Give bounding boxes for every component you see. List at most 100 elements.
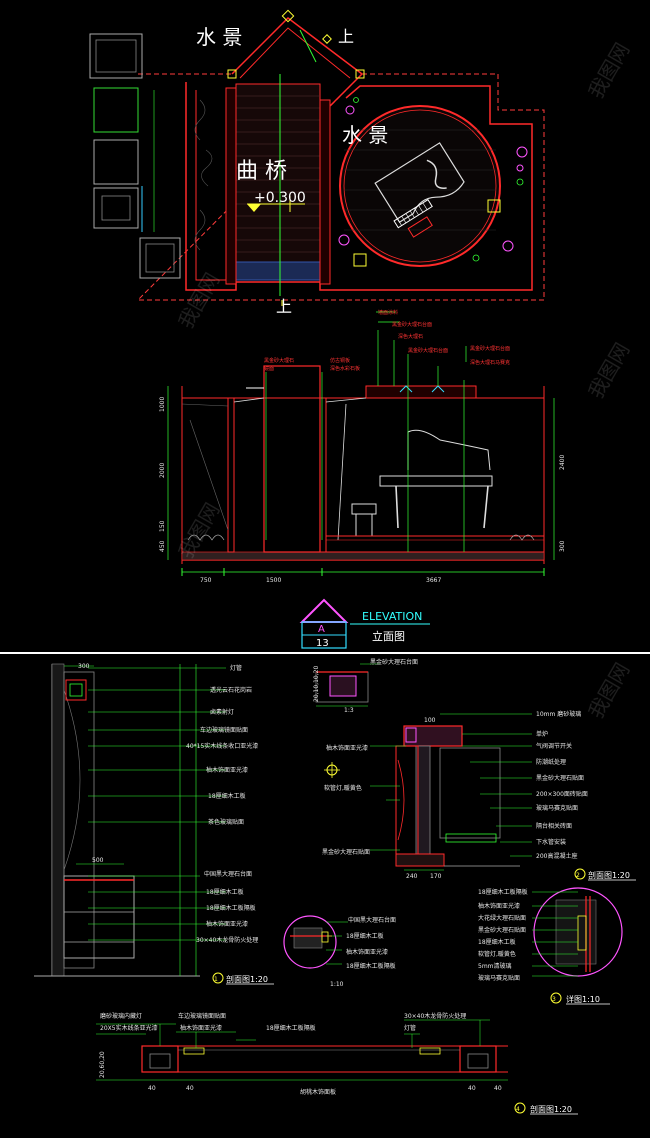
dim-750: 750 (200, 577, 212, 584)
bs-dim-4: 40 (494, 1085, 502, 1092)
section-right-title: 2 剖面图1:20 (574, 868, 636, 881)
bs-title: 剖面图1:20 (530, 1104, 572, 1114)
sr-right-1: 单炉 (536, 730, 548, 738)
detail-drawing (532, 887, 623, 977)
section-left-labels: 灯管 透光云石花岗岩 卤素射灯 车边玻璃镜面贴面 40*15实木线条收口亚光漆 … (78, 663, 258, 944)
dt-label-6: 5mm清玻璃 (478, 962, 512, 970)
sl-label-11: 柚木饰面亚光漆 (206, 920, 248, 928)
elevation-drawing (167, 311, 555, 576)
sr-dim-240: 240 (406, 873, 418, 880)
sr-dim-100: 100 (424, 717, 436, 724)
water-pattern (194, 99, 213, 251)
bs-label-1: 车边玻璃镜面贴面 (178, 1012, 226, 1020)
grand-piano-plan (374, 142, 465, 238)
sl-label-9: 18厘细木工板 (206, 888, 244, 896)
floor-plan (89, 9, 545, 306)
bs-label-0: 磨砂玻璃内藏灯 (100, 1012, 142, 1020)
sr-right-9: 200高混凝土座 (536, 852, 577, 860)
dim-right-2: 300 (559, 540, 566, 552)
sr-right-6: 玻璃马赛克贴面 (536, 804, 578, 812)
sl-label-8: 中国黑大理石台面 (204, 870, 252, 878)
dt-label-5: 软管灯,暖黄色 (478, 950, 516, 958)
dim-left-2: 2000 (159, 463, 166, 478)
section-left-detail: 中国黑大理石台面 18厘细木工板 柚木饰面亚光漆 18厘细木工板隔板 1:10 (283, 915, 396, 988)
elevation-title-block: A 13 ELEVATION 立面图 (299, 598, 430, 649)
sl-dim-500: 500 (92, 857, 104, 864)
dim-3667: 3667 (426, 577, 441, 584)
sr-right-5: 200×300面砖贴面 (536, 790, 588, 798)
anno-1: 黑金砂大理石 (264, 357, 294, 364)
anno-3: 仿古铜板 (330, 357, 350, 364)
up-marker-top: 上 (338, 27, 354, 46)
sld-label-0: 中国黑大理石台面 (348, 916, 396, 924)
sl-label-0: 灯管 (230, 664, 242, 672)
sr-title: 剖面图1:20 (588, 870, 630, 880)
bs-label-5: 30×40木龙骨防火处理 (404, 1012, 466, 1020)
watermark-text-3: 我图网 (584, 659, 635, 723)
section-right-drawing (315, 663, 532, 871)
bs-label-4: 18厘细木工板隔板 (266, 1024, 316, 1032)
dim-left-4: 450 (159, 540, 166, 552)
dt-label-7: 玻璃马赛克贴面 (478, 974, 520, 982)
sr-right-8: 下水管安装 (536, 838, 566, 846)
bs-dim-2: 40 (186, 1085, 194, 1092)
anno-4: 深色水彩石板 (330, 365, 360, 372)
anno-2: 镜面 (264, 365, 274, 372)
bs-dim-3: 40 (468, 1085, 476, 1092)
watermark-text-5: 我图网 (174, 269, 225, 333)
sld-scale: 1:10 (330, 981, 344, 988)
sl-label-4: 40*15实木线条收口亚光漆 (186, 742, 258, 750)
dt-title-num: 3 (552, 996, 556, 1003)
sld-label-3: 18厘细木工板隔板 (346, 962, 396, 970)
bs-bottom-label: 胡桃木饰面板 (300, 1088, 336, 1096)
water-scene-label-2: 水 景 (342, 123, 388, 147)
sr-title-num: 2 (576, 872, 580, 879)
dim-left-1: 1000 (159, 397, 166, 412)
anno-9: 黑金砂大理石台面 (470, 345, 510, 352)
sr-top-label: 黑金砂大理石台面 (370, 658, 418, 666)
bottom-section-labels: 磨砂玻璃内藏灯 车边玻璃镜面贴面 20X5实木线条亚光漆 柚木饰面亚光漆 18厘… (99, 1012, 578, 1115)
sl-label-1: 透光云石花岗岩 (210, 686, 252, 694)
elevation-annotations: 黑金砂大理石 镜面 仿古铜板 深色水彩石板 墙面涂料 黑金砂大理石台面 深色大理… (264, 309, 510, 372)
sr-right-7: 隔台相关砖面 (536, 822, 572, 830)
sl-title: 剖面图1:20 (226, 974, 268, 984)
sl-label-7: 茶色玻璃贴面 (208, 818, 244, 826)
dim-1500: 1500 (266, 577, 281, 584)
dt-label-4: 18厘细木工板 (478, 938, 516, 946)
bottom-section-drawing (96, 1019, 508, 1081)
sl-label-6: 18厘细木工板 (208, 792, 246, 800)
elevation-dimensions: 750 1500 3667 1000 2000 150 450 2400 300 (159, 397, 566, 584)
detail-labels: 18厘细木工板隔板 柚木饰面亚光漆 大花绿大理石贴面 黑金砂大理石贴面 18厘细… (478, 888, 610, 1005)
bs-label-6: 灯管 (404, 1024, 416, 1032)
sr-small-dims: 20,10,10,20 (313, 666, 320, 702)
section-left-title: 1 剖面图1:20 (212, 972, 274, 985)
sl-label-3: 车边玻璃镜面贴面 (200, 726, 248, 734)
sr-left-0: 柚木饰面亚光漆 (326, 744, 368, 752)
dim-left-3: 150 (159, 520, 166, 532)
section-left-drawing (34, 663, 226, 977)
elevation-symbol-number: 13 (316, 638, 329, 649)
grand-piano-elevation (351, 429, 493, 536)
sr-right-4: 黑金砂大理石贴面 (536, 774, 584, 782)
dt-label-0: 18厘细木工板隔板 (478, 888, 528, 896)
sr-left-3: 黑金砂大理石贴面 (322, 848, 370, 856)
watermark-text-2: 我图网 (584, 339, 635, 403)
sr-scale-small: 1:3 (344, 707, 354, 714)
watermark-text-1: 我图网 (584, 39, 635, 103)
sr-right-2: 气阀调节开关 (536, 742, 572, 750)
sl-label-2: 卤素射灯 (210, 708, 234, 716)
elevation-symbol-letter: A (318, 624, 325, 635)
sld-label-2: 柚木饰面亚光漆 (346, 948, 388, 956)
leader-lines (265, 311, 467, 552)
bs-label-2: 20X5实木线条亚光漆 (100, 1024, 158, 1032)
sl-label-10: 18厘细木工板隔板 (206, 904, 256, 912)
plant-symbols (187, 534, 535, 541)
sl-label-12: 30×40木龙骨防火处理 (196, 936, 258, 944)
dt-label-2: 大花绿大理石贴面 (478, 914, 526, 922)
flower-symbols (338, 105, 528, 252)
dt-title: 详图1:10 (566, 994, 600, 1004)
sr-right-3: 防潮纸处理 (536, 758, 566, 766)
sr-dim-170: 170 (430, 873, 442, 880)
sr-left-1: 软管灯,暖黄色 (324, 784, 362, 792)
anno-5: 墙面涂料 (378, 309, 398, 316)
